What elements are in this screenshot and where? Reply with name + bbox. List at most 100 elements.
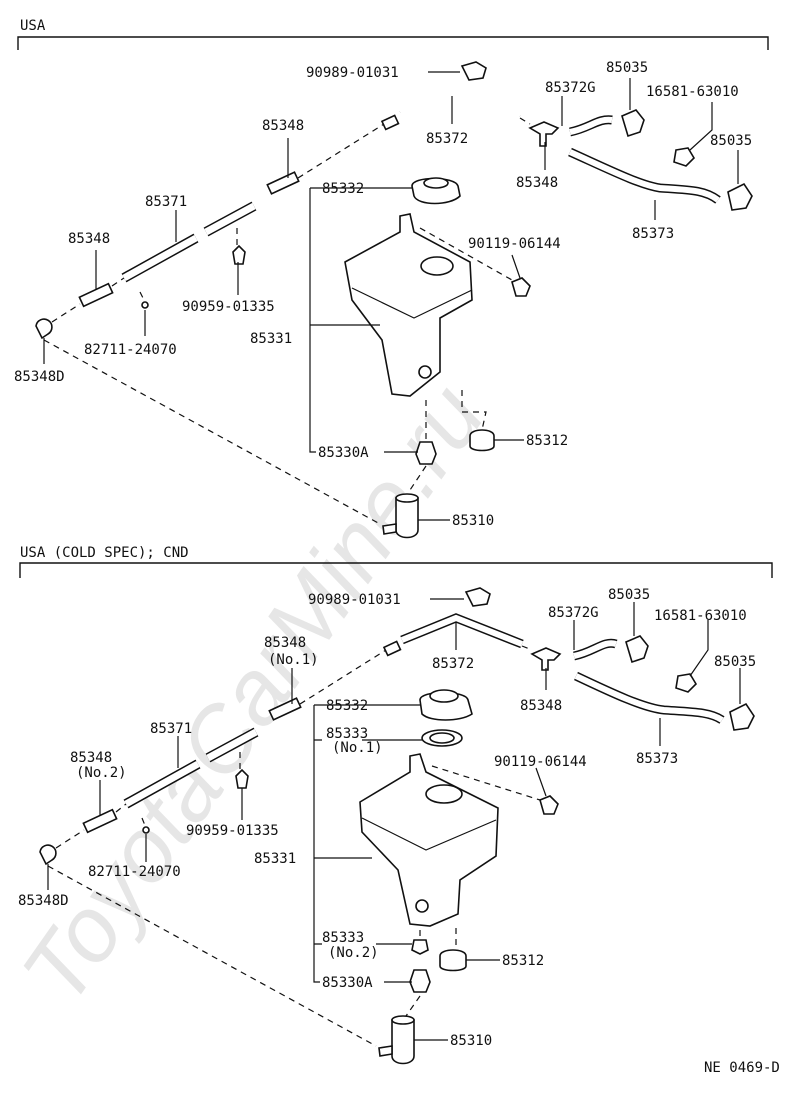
label-16581: 16581-63010 xyxy=(646,84,739,100)
nozzle-85035-lower xyxy=(727,182,753,211)
label-85331: 85331 xyxy=(254,851,296,867)
dash-line-pump xyxy=(47,865,377,1047)
label-85348left: 85348 xyxy=(70,750,112,766)
label-90989: 90989-01031 xyxy=(308,592,401,608)
label-85333b: 85333 xyxy=(322,930,364,946)
label-85333a-no: (No.1) xyxy=(332,740,383,756)
label-85348left: 85348 xyxy=(68,231,110,247)
label-85348top: 85348 xyxy=(264,635,306,651)
clip-90989 xyxy=(460,61,487,81)
label-90119: 90119-06144 xyxy=(494,754,587,770)
label-85333a: 85333 xyxy=(326,726,368,742)
pump-85310-top xyxy=(395,493,419,503)
clip-90959 xyxy=(232,244,246,265)
label-85331: 85331 xyxy=(250,331,292,347)
pump-85310 xyxy=(391,1019,415,1065)
strainer-85333-no1-inner xyxy=(429,732,455,744)
joint-85348-top xyxy=(268,697,302,721)
label-85373: 85373 xyxy=(632,226,674,242)
leader-90119 xyxy=(535,767,547,797)
filter-85330a xyxy=(415,441,437,465)
pump-85310 xyxy=(395,497,419,539)
clamp-82711 xyxy=(141,301,149,309)
label-85348right: 85348 xyxy=(520,698,562,714)
hose-85372 xyxy=(400,614,524,647)
tank-85331 xyxy=(344,213,473,397)
label-85312: 85312 xyxy=(502,953,544,969)
elbow-85348d xyxy=(39,844,57,866)
tjoint-85348 xyxy=(528,121,560,147)
joint-85348-top xyxy=(266,171,300,195)
hose-85373 xyxy=(568,149,720,203)
dash-lines-1 xyxy=(51,117,531,323)
leader-16581 xyxy=(689,102,713,151)
grommet-85312 xyxy=(439,949,467,972)
grommet-85312 xyxy=(469,429,495,452)
diagram-id: NE 0469-D xyxy=(704,1060,780,1076)
leader-16581 xyxy=(689,620,709,677)
section-bracket xyxy=(19,562,773,578)
label-85348d: 85348D xyxy=(14,369,65,385)
label-85348top-no: (No.1) xyxy=(268,652,319,668)
label-90989: 90989-01031 xyxy=(306,65,399,81)
leader-90119 xyxy=(511,254,521,279)
joint-85348-left xyxy=(82,808,118,834)
label-85330a: 85330A xyxy=(322,975,373,991)
label-85372g: 85372G xyxy=(548,605,599,621)
nozzle-85035-lower xyxy=(729,702,755,731)
hose-85371 xyxy=(124,728,258,808)
label-85332: 85332 xyxy=(326,698,368,714)
label-90119: 90119-06144 xyxy=(468,236,561,252)
dash-lines-bottom xyxy=(409,390,487,491)
tank-85331-port xyxy=(418,365,432,379)
section-bracket xyxy=(17,36,769,50)
label-85348d: 85348D xyxy=(18,893,69,909)
label-85371: 85371 xyxy=(145,194,187,210)
dash-lines-bottom xyxy=(405,928,457,1017)
label-85312: 85312 xyxy=(526,433,568,449)
hose-85372g xyxy=(573,640,617,659)
label-85310: 85310 xyxy=(450,1033,492,1049)
label-85330a: 85330A xyxy=(318,445,369,461)
label-85373: 85373 xyxy=(636,751,678,767)
clamp-82711 xyxy=(142,826,150,834)
hose-85373 xyxy=(574,673,724,723)
label-85310: 85310 xyxy=(452,513,494,529)
joint-85348-left xyxy=(78,282,114,308)
bolt-90119 xyxy=(511,277,531,297)
clip-90989 xyxy=(464,587,491,607)
pump-85310-outlet xyxy=(378,1045,393,1057)
strainer-85333-no2 xyxy=(411,939,429,955)
cap-85332-top xyxy=(429,689,459,703)
label-82711: 82711-24070 xyxy=(84,342,177,358)
leader-bracket xyxy=(313,704,420,983)
hose-85372 xyxy=(398,88,521,119)
tank-85331-filler xyxy=(420,256,454,276)
section-title: USA (COLD SPEC); CND xyxy=(20,545,189,561)
label-85333b-no: (No.2) xyxy=(328,945,379,961)
label-85371: 85371 xyxy=(150,721,192,737)
label-85035a: 85035 xyxy=(606,60,648,76)
nozzle-85035-upper xyxy=(621,109,645,138)
filter-85330a xyxy=(409,969,431,993)
dash-line-bolt xyxy=(419,227,513,281)
label-85348right: 85348 xyxy=(516,175,558,191)
label-85372g: 85372G xyxy=(545,80,596,96)
pump-85310-top xyxy=(391,1015,415,1025)
dash-line-pump xyxy=(43,339,381,525)
hose-85372g xyxy=(569,116,613,135)
label-85035b: 85035 xyxy=(714,654,756,670)
label-16581: 16581-63010 xyxy=(654,608,747,624)
connector-85372 xyxy=(382,640,402,657)
pump-85310-outlet xyxy=(382,523,397,535)
connector-85372 xyxy=(380,114,400,131)
dash-line-clamp xyxy=(141,817,147,829)
label-85348left-no: (No.2) xyxy=(76,765,127,781)
section-usa-cold-spec-cnd: USA (COLD SPEC); CND xyxy=(18,545,773,1065)
dash-line-bolt xyxy=(431,765,541,801)
label-85372: 85372 xyxy=(432,656,474,672)
tank-85331-seam xyxy=(351,287,473,319)
valve-16581 xyxy=(673,147,696,167)
